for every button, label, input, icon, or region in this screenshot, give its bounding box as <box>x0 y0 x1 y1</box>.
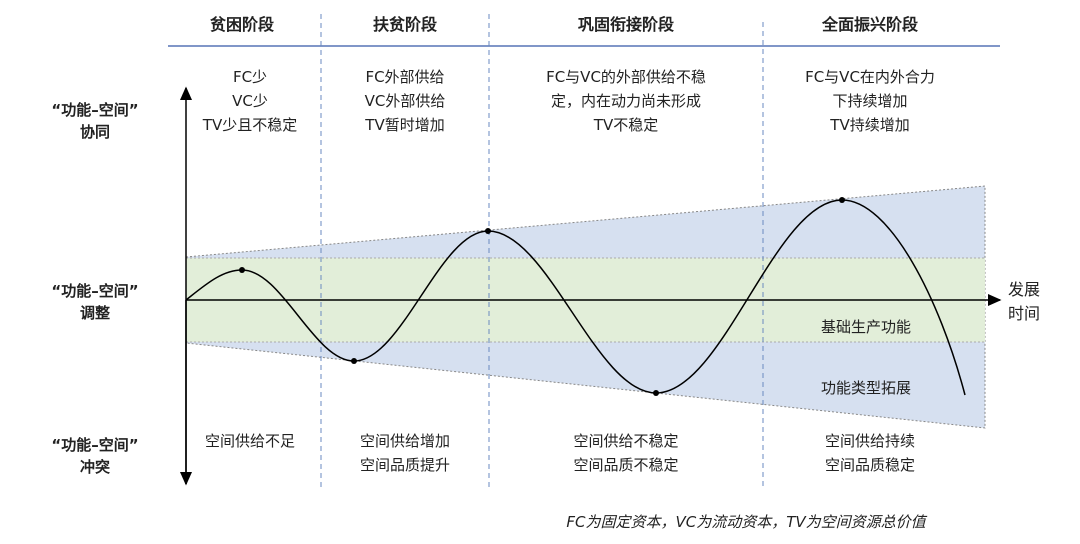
desc-line: TV少且不稳定 <box>202 116 298 134</box>
y-label-line: 协同 <box>79 123 110 141</box>
desc-line: 下持续增加 <box>832 92 908 110</box>
stage-desc-consolidation: FC与VC的外部供给不稳 定，内在动力尚未形成 TV不稳定 <box>546 65 706 137</box>
stage-desc-aid: FC外部供给 VC外部供给 TV暂时增加 <box>365 65 446 137</box>
stage-space-poverty: 空间供给不足 <box>205 429 295 453</box>
space-line: 空间供给持续 <box>824 432 916 450</box>
desc-line: FC外部供给 <box>365 68 445 86</box>
curve-extrema-points <box>239 197 845 396</box>
stage-title-consolidation: 巩固衔接阶段 <box>577 15 675 34</box>
stage-desc-revitalization: FC与VC在内外合力 下持续增加 TV持续增加 <box>805 65 935 137</box>
footnote: FC为固定资本，VC为流动资本，TV为空间资源总价值 <box>566 513 926 531</box>
stage-title-revitalization: 全面振兴阶段 <box>821 15 919 34</box>
stage-space-consolidation: 空间供给不稳定 空间品质不稳定 <box>573 429 678 477</box>
y-label-adjustment: “功能–空间” 调整 <box>51 280 138 324</box>
stage-space-revitalization: 空间供给持续 空间品质稳定 <box>825 429 915 477</box>
space-line: 空间供给增加 <box>359 432 451 450</box>
y-label-line: 调整 <box>79 304 110 322</box>
desc-line: VC外部供给 <box>364 92 446 110</box>
space-line: 空间供给不稳定 <box>573 432 679 450</box>
desc-line: TV暂时增加 <box>365 116 445 134</box>
y-label-line: “功能–空间” <box>51 101 139 119</box>
desc-line: FC与VC的外部供给不稳 <box>546 68 706 86</box>
x-axis-label: 发展 时间 <box>1008 278 1040 326</box>
y-label-line: 冲突 <box>79 458 110 476</box>
desc-line: TV不稳定 <box>593 116 659 134</box>
stage-dividers <box>320 14 764 490</box>
stage-space-aid: 空间供给增加 空间品质提升 <box>360 429 450 477</box>
y-label-line: “功能–空间” <box>51 436 139 454</box>
stage-desc-poverty: FC少 VC少 TV少且不稳定 <box>203 65 297 137</box>
cone-label: 功能类型拓展 <box>820 379 912 397</box>
desc-line: TV持续增加 <box>830 116 910 134</box>
space-line: 空间品质稳定 <box>824 456 916 474</box>
space-line: 空间供给不足 <box>204 432 296 450</box>
y-label-conflict: “功能–空间” 冲突 <box>51 434 138 478</box>
y-label-synergy: “功能–空间” 协同 <box>51 99 138 143</box>
x-label-line: 时间 <box>1007 304 1041 323</box>
stage-title-aid: 扶贫阶段 <box>372 15 438 34</box>
development-curve <box>185 199 966 396</box>
space-line: 空间品质提升 <box>359 456 451 474</box>
desc-line: FC少 <box>232 68 268 86</box>
band-label: 基础生产功能 <box>820 318 912 336</box>
y-label-line: “功能–空间” <box>51 282 139 300</box>
desc-line: VC少 <box>232 92 268 110</box>
x-label-line: 发展 <box>1007 280 1041 299</box>
desc-line: FC与VC在内外合力 <box>805 68 935 86</box>
desc-line: 定，内在动力尚未形成 <box>550 92 701 110</box>
stage-title-poverty: 贫困阶段 <box>209 15 275 34</box>
space-line: 空间品质不稳定 <box>573 456 679 474</box>
